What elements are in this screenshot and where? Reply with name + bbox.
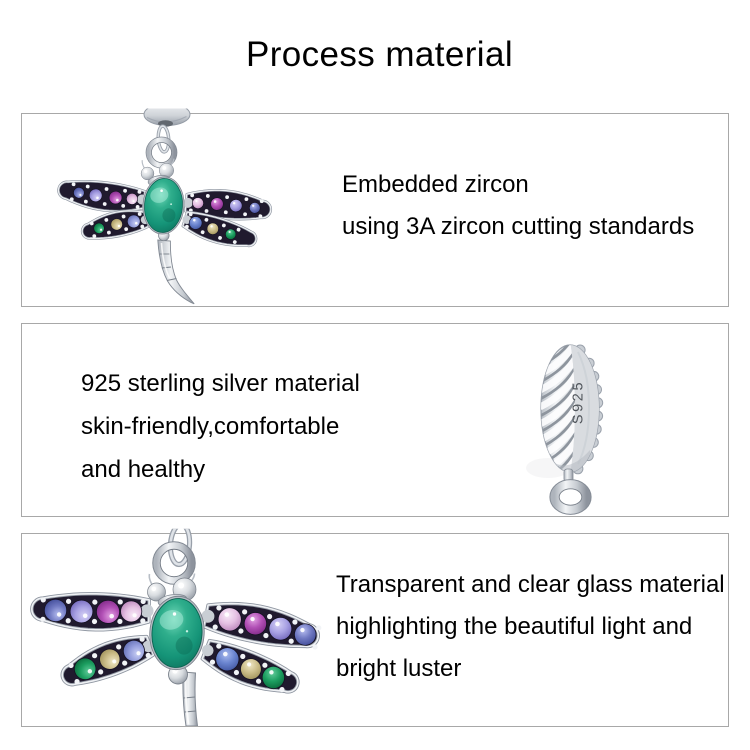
svg-text:S925: S925	[571, 380, 587, 424]
